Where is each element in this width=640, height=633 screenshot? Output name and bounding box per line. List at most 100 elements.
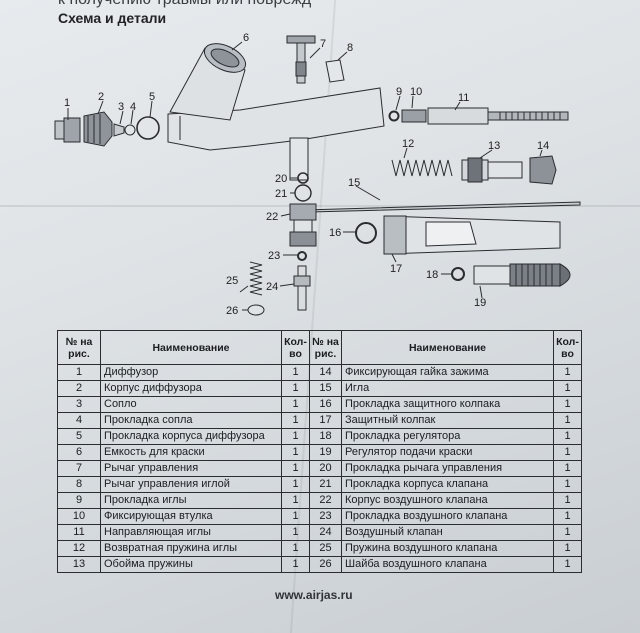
diagram-label: 13 [488,140,500,152]
cell-name-left: Сопло [100,396,282,413]
diagram-label: 12 [402,138,414,150]
part-6-paint-cup [169,43,247,121]
cell-name-left: Емкость для краски [100,444,282,461]
diagram-label: 21 [275,188,287,200]
cell-qty-left: 1 [281,476,310,493]
diagram-label: 19 [474,297,486,309]
cell-name-left: Возвратная пружина иглы [100,540,282,557]
diagram-label: 1 [64,97,70,109]
airbrush-exploded-diagram: 1 2 3 4 5 6 7 8 9 10 11 12 13 14 15 16 1… [54,32,581,317]
header-num-left: № на рис. [57,330,101,365]
cell-name-left: Рычаг управления [100,460,282,477]
cell-num-right: 16 [309,396,342,413]
part-5-gasket [136,116,160,140]
paper-fold-horizontal [0,205,640,207]
cell-num-left: 11 [57,524,101,541]
cell-qty-right: 1 [553,412,582,429]
cell-qty-left: 1 [281,460,310,477]
website-url: www.airjas.ru [275,588,353,602]
part-3-nozzle [113,123,125,137]
diagram-label: 25 [226,275,238,287]
cell-qty-right: 1 [553,540,582,557]
diagram-label: 4 [130,101,136,113]
cell-qty-left: 1 [281,492,310,509]
cell-name-right: Пружина воздушного клапана [341,540,554,557]
part-24-air-valve [293,265,311,311]
cell-num-left: 1 [57,364,101,381]
cell-num-right: 23 [309,508,342,525]
diagram-label: 18 [426,269,438,281]
part-25-spring [249,261,263,296]
diagram-label: 23 [268,250,280,262]
cell-num-right: 24 [309,524,342,541]
cell-name-left: Рычаг управления иглой [100,476,282,493]
cell-name-right: Регулятор подачи краски [341,444,554,461]
cell-name-left: Прокладка корпуса диффузора [100,428,282,445]
diagram-label: 22 [266,211,278,223]
cell-num-left: 7 [57,460,101,477]
diagram-label: 10 [410,86,422,98]
cell-qty-left: 1 [281,524,310,541]
cell-name-left: Прокладка иглы [100,492,282,509]
cell-num-right: 26 [309,556,342,573]
cell-num-left: 4 [57,412,101,429]
cell-num-right: 18 [309,428,342,445]
cell-num-right: 15 [309,380,342,397]
cell-name-left: Фиксирующая втулка [100,508,282,525]
diagram-label: 11 [458,92,469,104]
part-14-clamp-nut [529,155,557,185]
cell-qty-right: 1 [553,396,582,413]
header-name-left: Наименование [100,330,282,365]
diagram-label: 16 [329,227,341,239]
cell-qty-left: 1 [281,540,310,557]
cell-name-left: Направляющая иглы [100,524,282,541]
part-2-diffuser-body [83,111,113,147]
header-name-right: Наименование [341,330,554,365]
diagram-label: 2 [98,91,104,103]
cell-num-right: 21 [309,476,342,493]
cell-qty-left: 1 [281,444,310,461]
part-19-regulator [473,263,571,287]
part-8 [325,59,345,83]
cell-qty-left: 1 [281,380,310,397]
cell-qty-right: 1 [553,444,582,461]
part-16-gasket [355,222,377,244]
cell-num-left: 13 [57,556,101,573]
part-17-cap [383,215,561,255]
cell-qty-right: 1 [553,476,582,493]
cell-num-right: 22 [309,492,342,509]
diagram-label: 5 [149,91,155,103]
cell-num-right: 20 [309,460,342,477]
part-13-spring-holder [461,157,523,183]
header-qty-right: Кол-во [553,330,582,365]
cell-num-left: 12 [57,540,101,557]
cell-qty-right: 1 [553,492,582,509]
cell-name-left: Корпус диффузора [100,380,282,397]
diagram-label: 3 [118,101,124,113]
part-1-diffuser [54,117,81,143]
cell-name-right: Корпус воздушного клапана [341,492,554,509]
table-header-row: № на рис. Наименование Кол-во № на рис. … [57,330,582,365]
diagram-label: 7 [320,38,326,50]
part-23-gasket [297,251,307,261]
cell-name-right: Защитный колпак [341,412,554,429]
parts-table: № на рис. Наименование Кол-во № на рис. … [57,330,582,573]
part-15-needle [303,201,581,213]
cell-qty-right: 1 [553,556,582,573]
cell-name-right: Шайба воздушного клапана [341,556,554,573]
part-12-spring [391,159,453,177]
part-18-gasket [451,267,465,281]
cell-name-right: Прокладка защитного колпака [341,396,554,413]
